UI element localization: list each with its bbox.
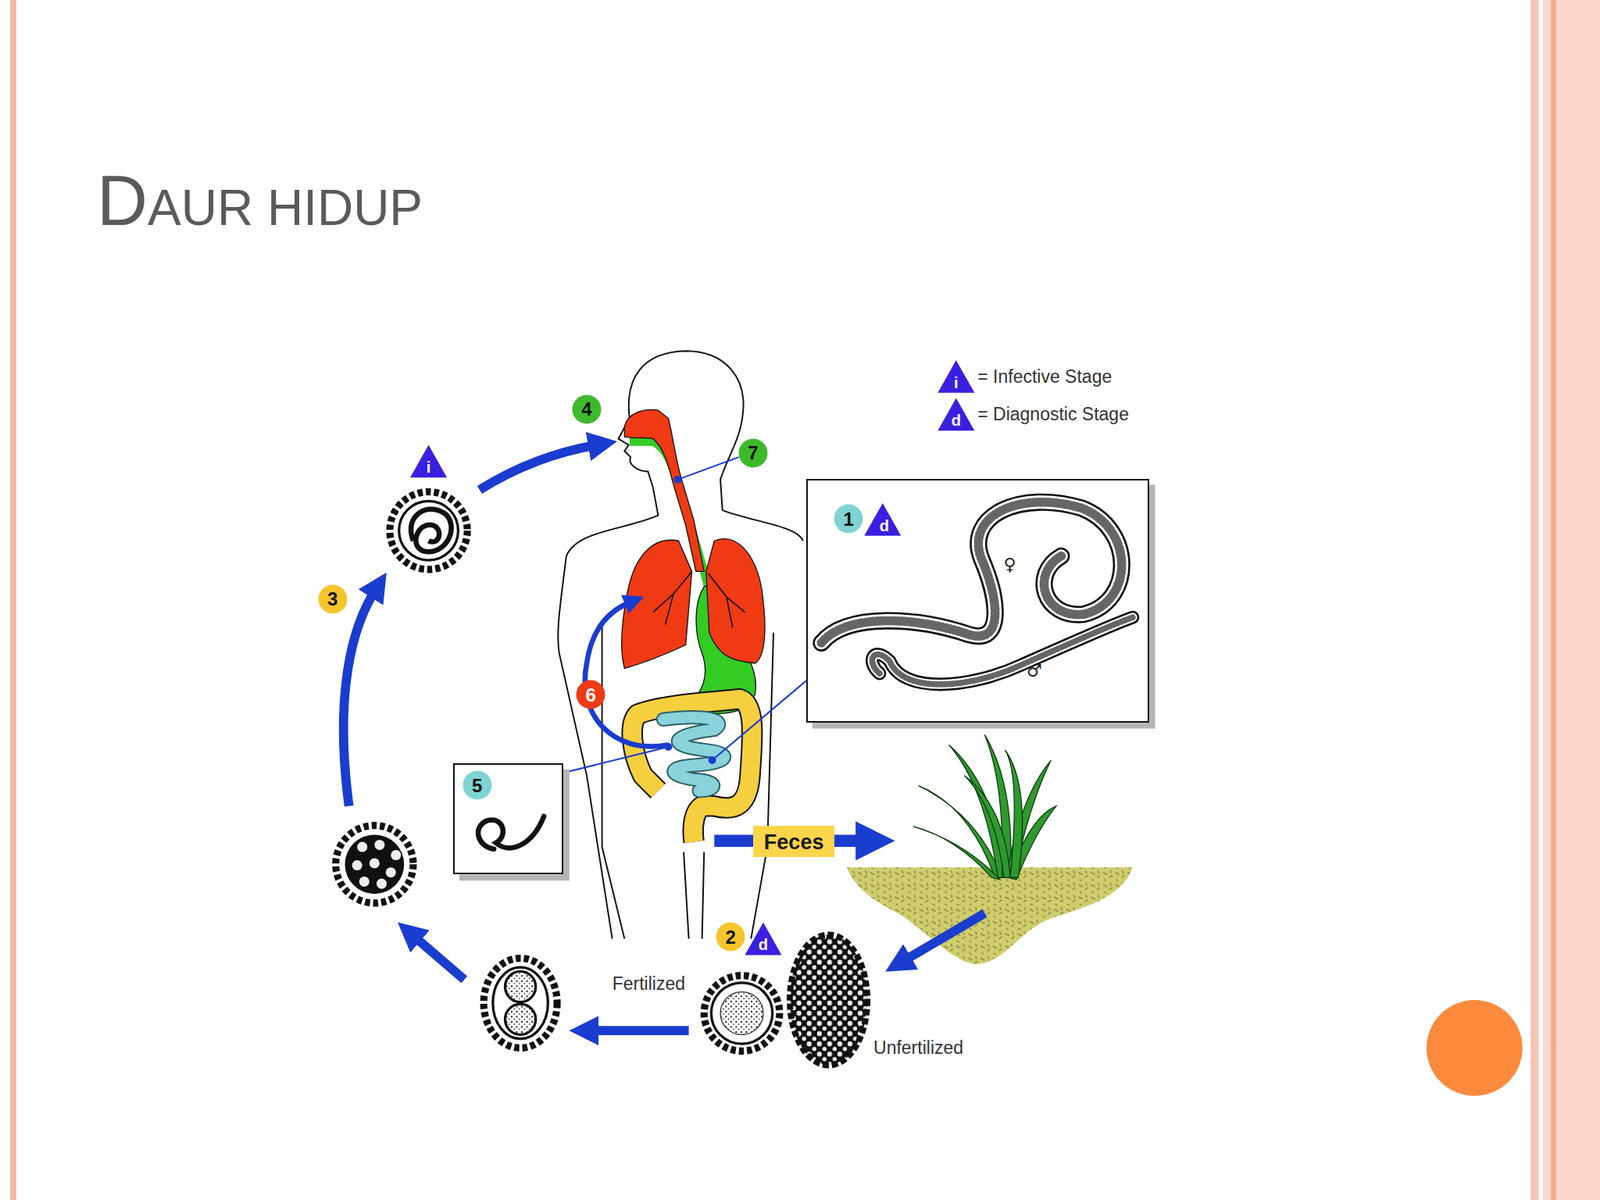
sex-symbol: ♂ (1026, 662, 1043, 680)
eggs (385, 867, 397, 878)
eggs (483, 957, 558, 1048)
stage-letter: d (758, 936, 768, 953)
stage-letter: i (953, 375, 959, 391)
larva-box: 5 (453, 763, 564, 875)
human-outline (683, 852, 704, 940)
eggs (720, 992, 764, 1036)
worm-box: 1d ♀ ♂ (806, 478, 1150, 723)
callout-number: 7 (738, 438, 768, 468)
cycle-arrows (413, 935, 465, 980)
small-intestine (663, 717, 725, 791)
leader-lines (709, 757, 716, 764)
eggs (352, 839, 402, 890)
stage-triangles (410, 360, 975, 955)
bronchi (653, 571, 746, 628)
eggs (390, 850, 401, 861)
left-lung (621, 539, 693, 668)
stage-triangles (864, 503, 901, 536)
box-fill (806, 478, 1150, 723)
eggs (359, 876, 370, 887)
small-intestine-outline (663, 717, 725, 791)
callout-number: 4 (572, 394, 602, 424)
slide-border (10, 0, 17, 1200)
eggs (352, 860, 363, 871)
egg-label: Unfertilized (873, 1039, 964, 1058)
leader-lines (674, 476, 681, 483)
eggs (357, 842, 368, 853)
sex-symbol: ♀ (1003, 556, 1016, 574)
adult-worms (821, 502, 1122, 643)
eggs (389, 492, 468, 570)
grass (1005, 750, 1023, 878)
callout-number: 2 (716, 922, 746, 952)
eggs (374, 839, 385, 850)
cycle-arrows (479, 444, 597, 490)
adult-worms (871, 617, 1133, 685)
cycle-arrows (343, 444, 986, 1031)
stage-triangles (937, 360, 975, 393)
eggs (710, 982, 772, 1044)
eggs (492, 967, 549, 1039)
leader-lines (552, 746, 669, 776)
feces-label: Feces (764, 831, 825, 853)
eggs (703, 975, 780, 1052)
leader-lines (549, 457, 836, 779)
eggs (505, 971, 536, 1002)
feces-tag: Feces (753, 825, 835, 858)
colon-outline (632, 699, 753, 843)
stage-triangles (937, 397, 975, 431)
right-lung (706, 539, 765, 664)
adult-worms (821, 502, 1133, 685)
egg-label: Fertilized (612, 975, 686, 993)
decor-circle (1426, 1000, 1523, 1097)
cycle-arrows (589, 1025, 690, 1036)
eggs (344, 834, 404, 894)
slide-border (1542, 0, 1600, 1200)
adult-worms (821, 502, 1122, 643)
eggs (410, 509, 452, 552)
colon (632, 699, 753, 843)
eggs (369, 857, 380, 868)
grass (913, 826, 1000, 880)
leader-lines (665, 743, 672, 750)
human-outline (722, 510, 804, 541)
eggs (335, 492, 868, 1066)
slide-border (1550, 0, 1557, 1200)
slide-border (1530, 0, 1539, 1200)
eggs (376, 878, 387, 890)
cycle-arrows (343, 589, 376, 807)
callout-number: 5 (462, 771, 492, 800)
eggs (789, 934, 868, 1065)
grass (964, 775, 1011, 879)
adult-worms (821, 502, 1122, 643)
stage-triangles (744, 922, 782, 956)
leader-lines (677, 457, 739, 480)
stage-letter: d (951, 412, 961, 429)
human-outline (602, 622, 625, 940)
grass (913, 734, 1057, 879)
callout-number: 1 (834, 504, 864, 534)
legend-text: = Infective Stage (977, 367, 1112, 386)
stage-triangles (410, 444, 447, 478)
slide-title: DAUR HIDUP (96, 165, 423, 236)
stage-letter: i (426, 459, 432, 475)
eggs (505, 1003, 536, 1035)
eggs (335, 825, 414, 904)
adult-worms (871, 617, 1133, 685)
callout-number: 6 (576, 680, 606, 710)
legend-text: = Diagnostic Stage (977, 405, 1129, 424)
cycle-arrows (903, 913, 985, 961)
soil (846, 867, 1133, 965)
box-fill (453, 763, 564, 875)
eggs (399, 500, 459, 561)
callout-number: 3 (317, 584, 347, 614)
larva (478, 816, 544, 850)
adult-worms (871, 617, 1133, 685)
stage-letter: d (879, 517, 890, 534)
migration-arrow (585, 602, 669, 747)
